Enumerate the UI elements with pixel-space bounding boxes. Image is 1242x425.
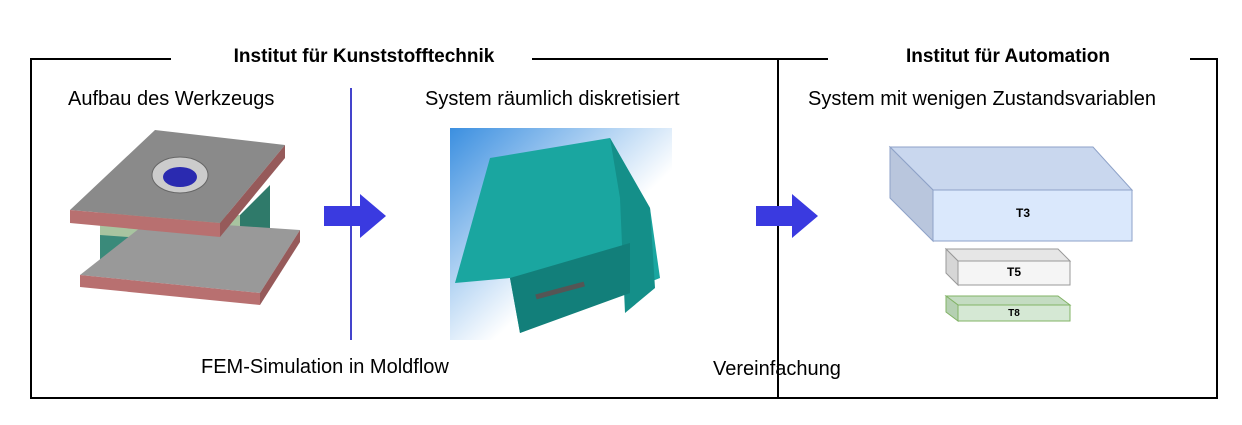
simplification-label: Vereinfachung [713, 358, 841, 380]
left-institute-title: Institut für Kunststofftechnik [233, 46, 495, 67]
state-vars-label: System mit wenigen Zustandsvariablen [808, 88, 1156, 110]
frame-top-mid [532, 58, 828, 60]
mold-tool-image [70, 130, 300, 305]
frame-left [30, 58, 32, 399]
right-institute-title: Institut für Automation [905, 46, 1111, 67]
frame-top-left [30, 58, 171, 60]
frame-top-right [1190, 58, 1218, 60]
tool-structure-label: Aufbau des Werkzeugs [68, 88, 275, 110]
discretized-label: System räumlich diskretisiert [425, 88, 680, 110]
state-blocks [888, 145, 1134, 322]
fem-simulation-label: FEM-Simulation in Moldflow [201, 356, 449, 378]
institute-divider [777, 58, 779, 399]
block-t5-label: T5 [1006, 265, 1022, 279]
block-t3-label: T3 [1015, 206, 1031, 220]
block-t8-label: T8 [1008, 308, 1020, 319]
block-t3 [888, 145, 1134, 243]
frame-right [1216, 58, 1218, 399]
frame-bottom [30, 397, 1218, 399]
fem-mesh-image [450, 128, 672, 340]
block-t5 [944, 247, 1072, 287]
arrow-right-icon [324, 194, 386, 238]
arrow-right-icon [756, 194, 818, 238]
block-t8 [944, 295, 1072, 322]
